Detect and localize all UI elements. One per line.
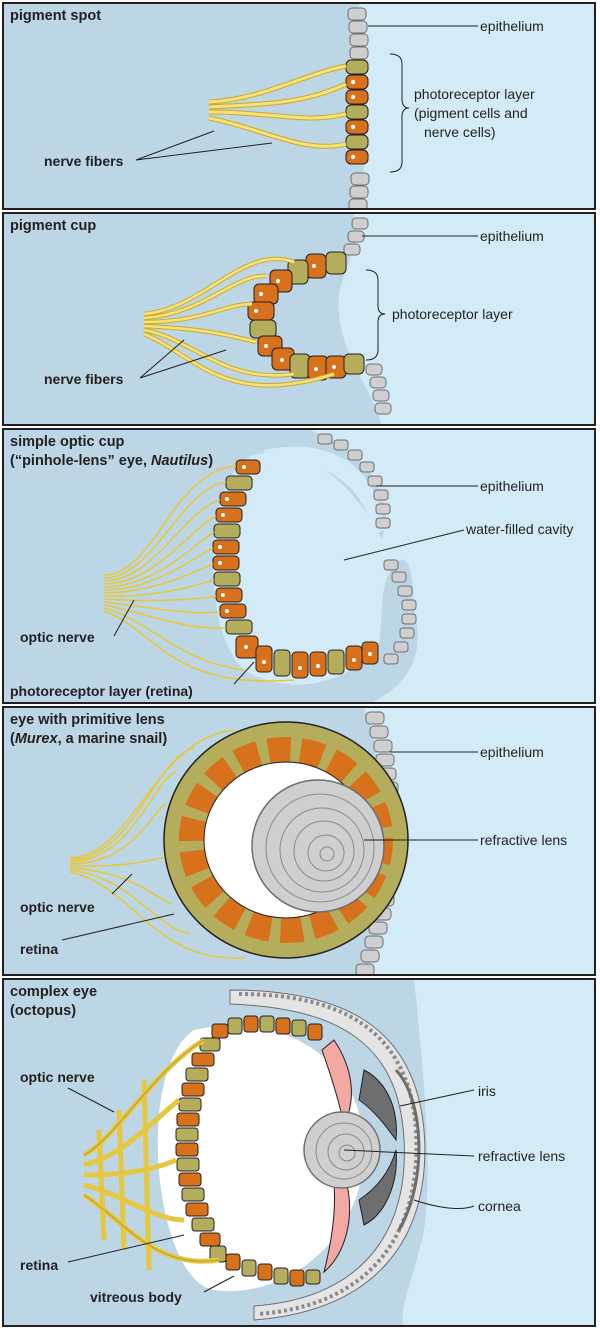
water-filled-cavity-label: water-filled cavity	[465, 521, 573, 537]
optic-nerve-label: optic nerve	[20, 1069, 95, 1085]
refractive-lens	[303, 1111, 381, 1189]
primitive-lens-diagram: epithelium refractive lens optic nerve r…	[20, 708, 594, 974]
retina-label: photoreceptor layer (retina)	[10, 683, 193, 699]
complex-eye-diagram: iris refractive lens cornea optic nerve …	[20, 980, 594, 1325]
epithelium-label: epithelium	[480, 744, 544, 760]
refractive-lens-label: refractive lens	[478, 1148, 565, 1164]
panel-simple-optic-cup: epithelium water-filled cavity optic ner…	[2, 428, 596, 704]
epithelium-label: epithelium	[480, 18, 544, 34]
pigment-cup-diagram: epithelium photoreceptor layer nerve fib…	[44, 214, 594, 424]
epithelium-cells	[347, 7, 370, 208]
retina-label: retina	[20, 1257, 58, 1273]
panel-title: pigment spot	[10, 8, 102, 24]
photoreceptor-label-line1: photoreceptor layer	[414, 86, 535, 102]
panel-pigment-cup: epithelium photoreceptor layer nerve fib…	[2, 212, 596, 426]
photoreceptor-cells	[212, 459, 379, 679]
iris	[358, 1069, 397, 1226]
optic-nerve-fibers	[69, 729, 245, 959]
panel-title: complex eye (octopus)	[10, 984, 98, 1019]
epithelium-cells	[343, 217, 392, 415]
panel-title: pigment cup	[10, 218, 97, 234]
iris-label: iris	[478, 1083, 496, 1099]
retina-cells	[175, 1015, 323, 1287]
epithelium-cells	[317, 433, 417, 665]
vitreous-body-label: vitreous body	[90, 1289, 182, 1305]
photoreceptor-label: photoreceptor layer	[392, 306, 513, 322]
panel-title: simple optic cup (“pinhole-lens” eye, Na…	[10, 434, 214, 469]
photoreceptor-cells	[345, 59, 369, 165]
optic-nerve-label: optic nerve	[20, 899, 95, 915]
cornea-label: cornea	[478, 1198, 521, 1214]
panel-pigment-spot: epithelium photoreceptor layer (pigment …	[2, 2, 596, 210]
epithelium-label: epithelium	[480, 478, 544, 494]
nerve-fibers-label: nerve fibers	[44, 371, 124, 387]
photoreceptor-cells	[247, 251, 365, 381]
refractive-lens-label: refractive lens	[480, 832, 567, 848]
cornea	[394, 1068, 421, 1231]
simple-optic-cup-diagram: epithelium water-filled cavity optic ner…	[10, 430, 594, 702]
retina-label: retina	[20, 941, 58, 957]
refractive-lens	[251, 779, 385, 913]
optic-nerve-label: optic nerve	[20, 629, 95, 645]
optic-nerve-fibers	[103, 465, 295, 682]
photoreceptor-label-line2: (pigment cells and	[414, 105, 528, 121]
panel-complex-eye: iris refractive lens cornea optic nerve …	[2, 978, 596, 1327]
epithelium-label: epithelium	[480, 228, 544, 244]
photoreceptor-label-line3: nerve cells)	[424, 124, 496, 140]
nerve-fibers-label: nerve fibers	[44, 153, 124, 169]
panel-primitive-lens: epithelium refractive lens optic nerve r…	[2, 706, 596, 976]
panel-title: eye with primitive lens (Murex, a marine…	[10, 712, 168, 747]
pigment-spot-diagram: epithelium photoreceptor layer (pigment …	[44, 4, 594, 208]
